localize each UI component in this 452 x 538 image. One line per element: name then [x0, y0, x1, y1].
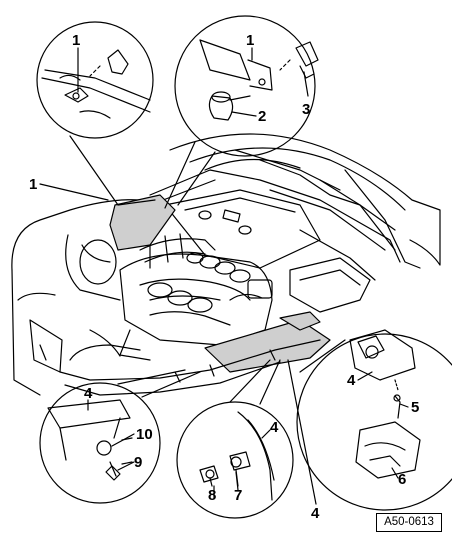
callout-4-bottom-mid: 4	[270, 419, 279, 436]
detail-bottom-left-parts	[47, 399, 133, 481]
callout-7-bottom-mid: 7	[234, 487, 243, 504]
detail-circle-bottom-left	[39, 382, 161, 504]
callout-1-left: 1	[29, 176, 38, 193]
left-strut-area	[65, 234, 121, 301]
callout-4-bottom-left: 4	[84, 385, 93, 402]
reference-code-label: A50-0613	[376, 513, 442, 532]
detail-right-parts	[349, 329, 421, 479]
shaded-panels	[109, 194, 331, 373]
detail-top-left-parts	[41, 49, 151, 119]
engine-cover	[164, 189, 321, 269]
front-support	[59, 329, 321, 396]
callout-2-top-right: 2	[258, 108, 267, 125]
callout-6-right: 6	[398, 471, 407, 488]
callout-4-bottom: 4	[311, 505, 320, 522]
detail-circle-top-left	[36, 21, 154, 139]
detail-circle-top-right	[174, 15, 316, 157]
cowl-panel	[149, 169, 401, 281]
callout-4-right: 4	[347, 372, 356, 389]
callout-3-top-right: 3	[302, 101, 311, 118]
hood	[169, 133, 441, 269]
callout-5-right: 5	[411, 399, 420, 416]
callout-8-bottom-mid: 8	[208, 487, 217, 504]
callout-1-top-right: 1	[246, 32, 255, 49]
detail-circle-bottom-mid	[176, 401, 294, 519]
detail-circle-right	[296, 333, 452, 511]
callout-10-bottom-left: 10	[136, 426, 153, 443]
callout-1-top-left: 1	[72, 32, 81, 49]
detail-top-right-parts	[199, 39, 319, 121]
intake-duct	[139, 233, 216, 269]
left-fender	[11, 199, 141, 396]
callout-9-bottom-left: 9	[134, 454, 143, 471]
detail-bottom-mid-parts	[199, 411, 275, 501]
right-box	[289, 257, 371, 313]
